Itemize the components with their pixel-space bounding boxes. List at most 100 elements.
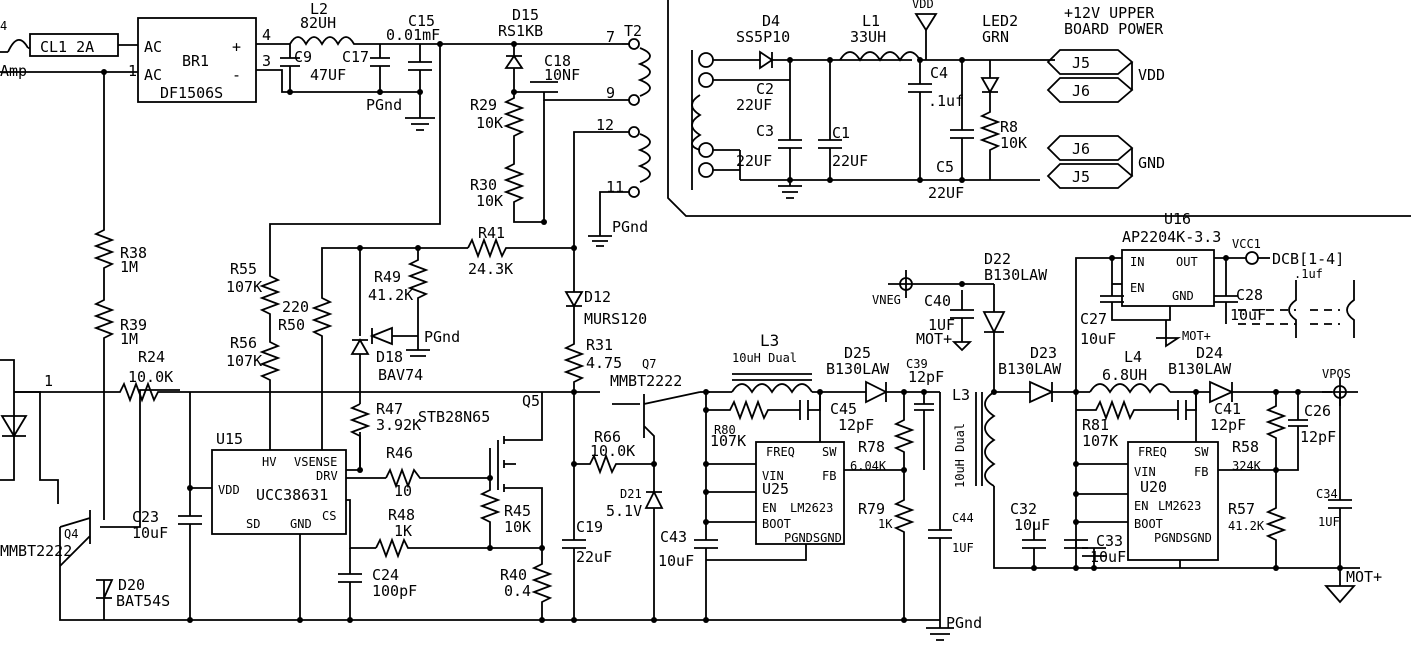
u20-sw-label: SW — [1194, 445, 1209, 459]
c41-value-label: 12pF — [1210, 416, 1246, 434]
mot-plus-u16-label: MOT+ — [1182, 329, 1211, 343]
d12-part-label: MURS120 — [584, 310, 647, 328]
br1-pin4-label: 4 — [262, 26, 271, 44]
c24-value-label: 100pF — [372, 582, 417, 600]
r29-value-label: 10K — [476, 114, 503, 132]
u16-out-label: OUT — [1176, 255, 1198, 269]
r39-label: R39 — [120, 316, 147, 334]
c27-value-label: 10uF — [1080, 330, 1116, 348]
fuse-amp-label: Amp — [0, 62, 27, 80]
d24-label: D24 — [1196, 344, 1223, 362]
c3-value-label: 22UF — [736, 152, 772, 170]
u15-hv-label: HV — [262, 455, 276, 469]
u20-fb-label: FB — [1194, 465, 1208, 479]
r50-label: R50 — [278, 316, 305, 334]
upper-board-title-line1: +12V UPPER — [1064, 4, 1155, 22]
c40-value-label: 1UF — [928, 316, 955, 334]
u25-en-label: EN — [762, 501, 776, 515]
c33-value-label: 10uF — [1090, 548, 1126, 566]
c34-value-label: 1UF — [1318, 515, 1340, 529]
vcc1-label: VCC1 — [1232, 237, 1261, 251]
r79-value-label: 1K — [878, 517, 893, 531]
c26-value-label: 12pF — [1300, 428, 1336, 446]
u25-sw-label: SW — [822, 445, 837, 459]
d18-part-label: BAV74 — [378, 366, 423, 384]
u16-label: U16 — [1164, 210, 1191, 228]
r56-value-label: 107K — [226, 352, 262, 370]
r57-value-label: 41.2K — [1228, 519, 1265, 533]
pin3-label: 3 — [262, 52, 271, 70]
r81-value-label: 107K — [1082, 432, 1118, 450]
c15-label: C15 — [408, 12, 435, 30]
r38-label: R38 — [120, 244, 147, 262]
ic-u16 — [1121, 249, 1215, 307]
bridge-br1 — [137, 17, 257, 103]
r58-value-label: 324K — [1232, 459, 1262, 473]
u20-part-label: LM2623 — [1158, 499, 1201, 513]
r78-value-label: 6.04K — [850, 459, 887, 473]
r49-value-label: 41.2K — [368, 286, 413, 304]
mot-plus-bottom-label: MOT+ — [1346, 568, 1382, 586]
r81-label: R81 — [1082, 416, 1109, 434]
led2-label: LED2 — [982, 12, 1018, 30]
u20-freq-label: FREQ — [1138, 445, 1167, 459]
c18-value-label: 10NF — [544, 66, 580, 84]
r24-label: R24 — [138, 348, 165, 366]
c44-label: C44 — [952, 511, 974, 525]
pgnd-bottom-label: PGnd — [946, 614, 982, 632]
c23-value-label: 10uF — [132, 524, 168, 542]
br1-plus-label: + — [232, 38, 241, 56]
r41-value-label: 24.3K — [468, 260, 513, 278]
l3-lower-value-label: 10uH Dual — [953, 423, 967, 488]
d25-part-label: B130LAW — [826, 360, 890, 378]
u15-vdd-label: VDD — [218, 483, 240, 497]
u20-label: U20 — [1140, 478, 1167, 496]
r48-label: R48 — [388, 506, 415, 524]
j5-bottom-label: J5 — [1072, 168, 1090, 186]
c5-value-label: 22UF — [928, 184, 964, 202]
vpos-label: VPOS — [1322, 367, 1351, 381]
c44-value-label: 1UF — [952, 541, 974, 555]
r45-value-label: 10K — [504, 518, 531, 536]
vdd-connector-label: VDD — [1138, 66, 1165, 84]
r40-label: R40 — [500, 566, 527, 584]
l4-label: L4 — [1124, 348, 1142, 366]
c2-label: C2 — [756, 80, 774, 98]
r29-label: R29 — [470, 96, 497, 114]
c26-label: C26 — [1304, 402, 1331, 420]
pgnd-d18-label: PGnd — [424, 328, 460, 346]
c23-label: C23 — [132, 508, 159, 526]
u20-en-label: EN — [1134, 499, 1148, 513]
r80-label: R80 — [714, 423, 736, 437]
d12-label: D12 — [584, 288, 611, 306]
d21-label: D21 — [620, 487, 642, 501]
t2-pin11-label: 11 — [606, 178, 624, 196]
c4-label: C4 — [930, 64, 948, 82]
d18-label: D18 — [376, 348, 403, 366]
c27-label: C27 — [1080, 310, 1107, 328]
c1-value-label: 22UF — [832, 152, 868, 170]
u25-boot-label: BOOT — [762, 517, 791, 531]
r56-label: R56 — [230, 334, 257, 352]
q5-label: Q5 — [522, 392, 540, 410]
r55-label: R55 — [230, 260, 257, 278]
u25-freq-label: FREQ — [766, 445, 795, 459]
r78-label: R78 — [858, 438, 885, 456]
gnd-connector-label: GND — [1138, 154, 1165, 172]
u16-in-label: IN — [1130, 255, 1144, 269]
u20-vin-label: VIN — [1134, 465, 1156, 479]
vneg-label: VNEG — [872, 293, 901, 307]
u15-label: U15 — [216, 430, 243, 448]
r38-value-label: 1M — [120, 258, 138, 276]
j6-top-label: J6 — [1072, 82, 1090, 100]
d20-part-label: BAT54S — [116, 592, 170, 610]
pgnd-top-label: PGnd — [366, 96, 402, 114]
br1-part-label: DF1506S — [160, 84, 223, 102]
c28-value-label: 10uF — [1230, 306, 1266, 324]
u15-vsense-label: VSENSE — [294, 455, 337, 469]
d20-label: D20 — [118, 576, 145, 594]
u16-gnd-label: GND — [1172, 289, 1194, 303]
d21-value-label: 5.1V — [606, 502, 642, 520]
r48-value-label: 1K — [394, 522, 412, 540]
